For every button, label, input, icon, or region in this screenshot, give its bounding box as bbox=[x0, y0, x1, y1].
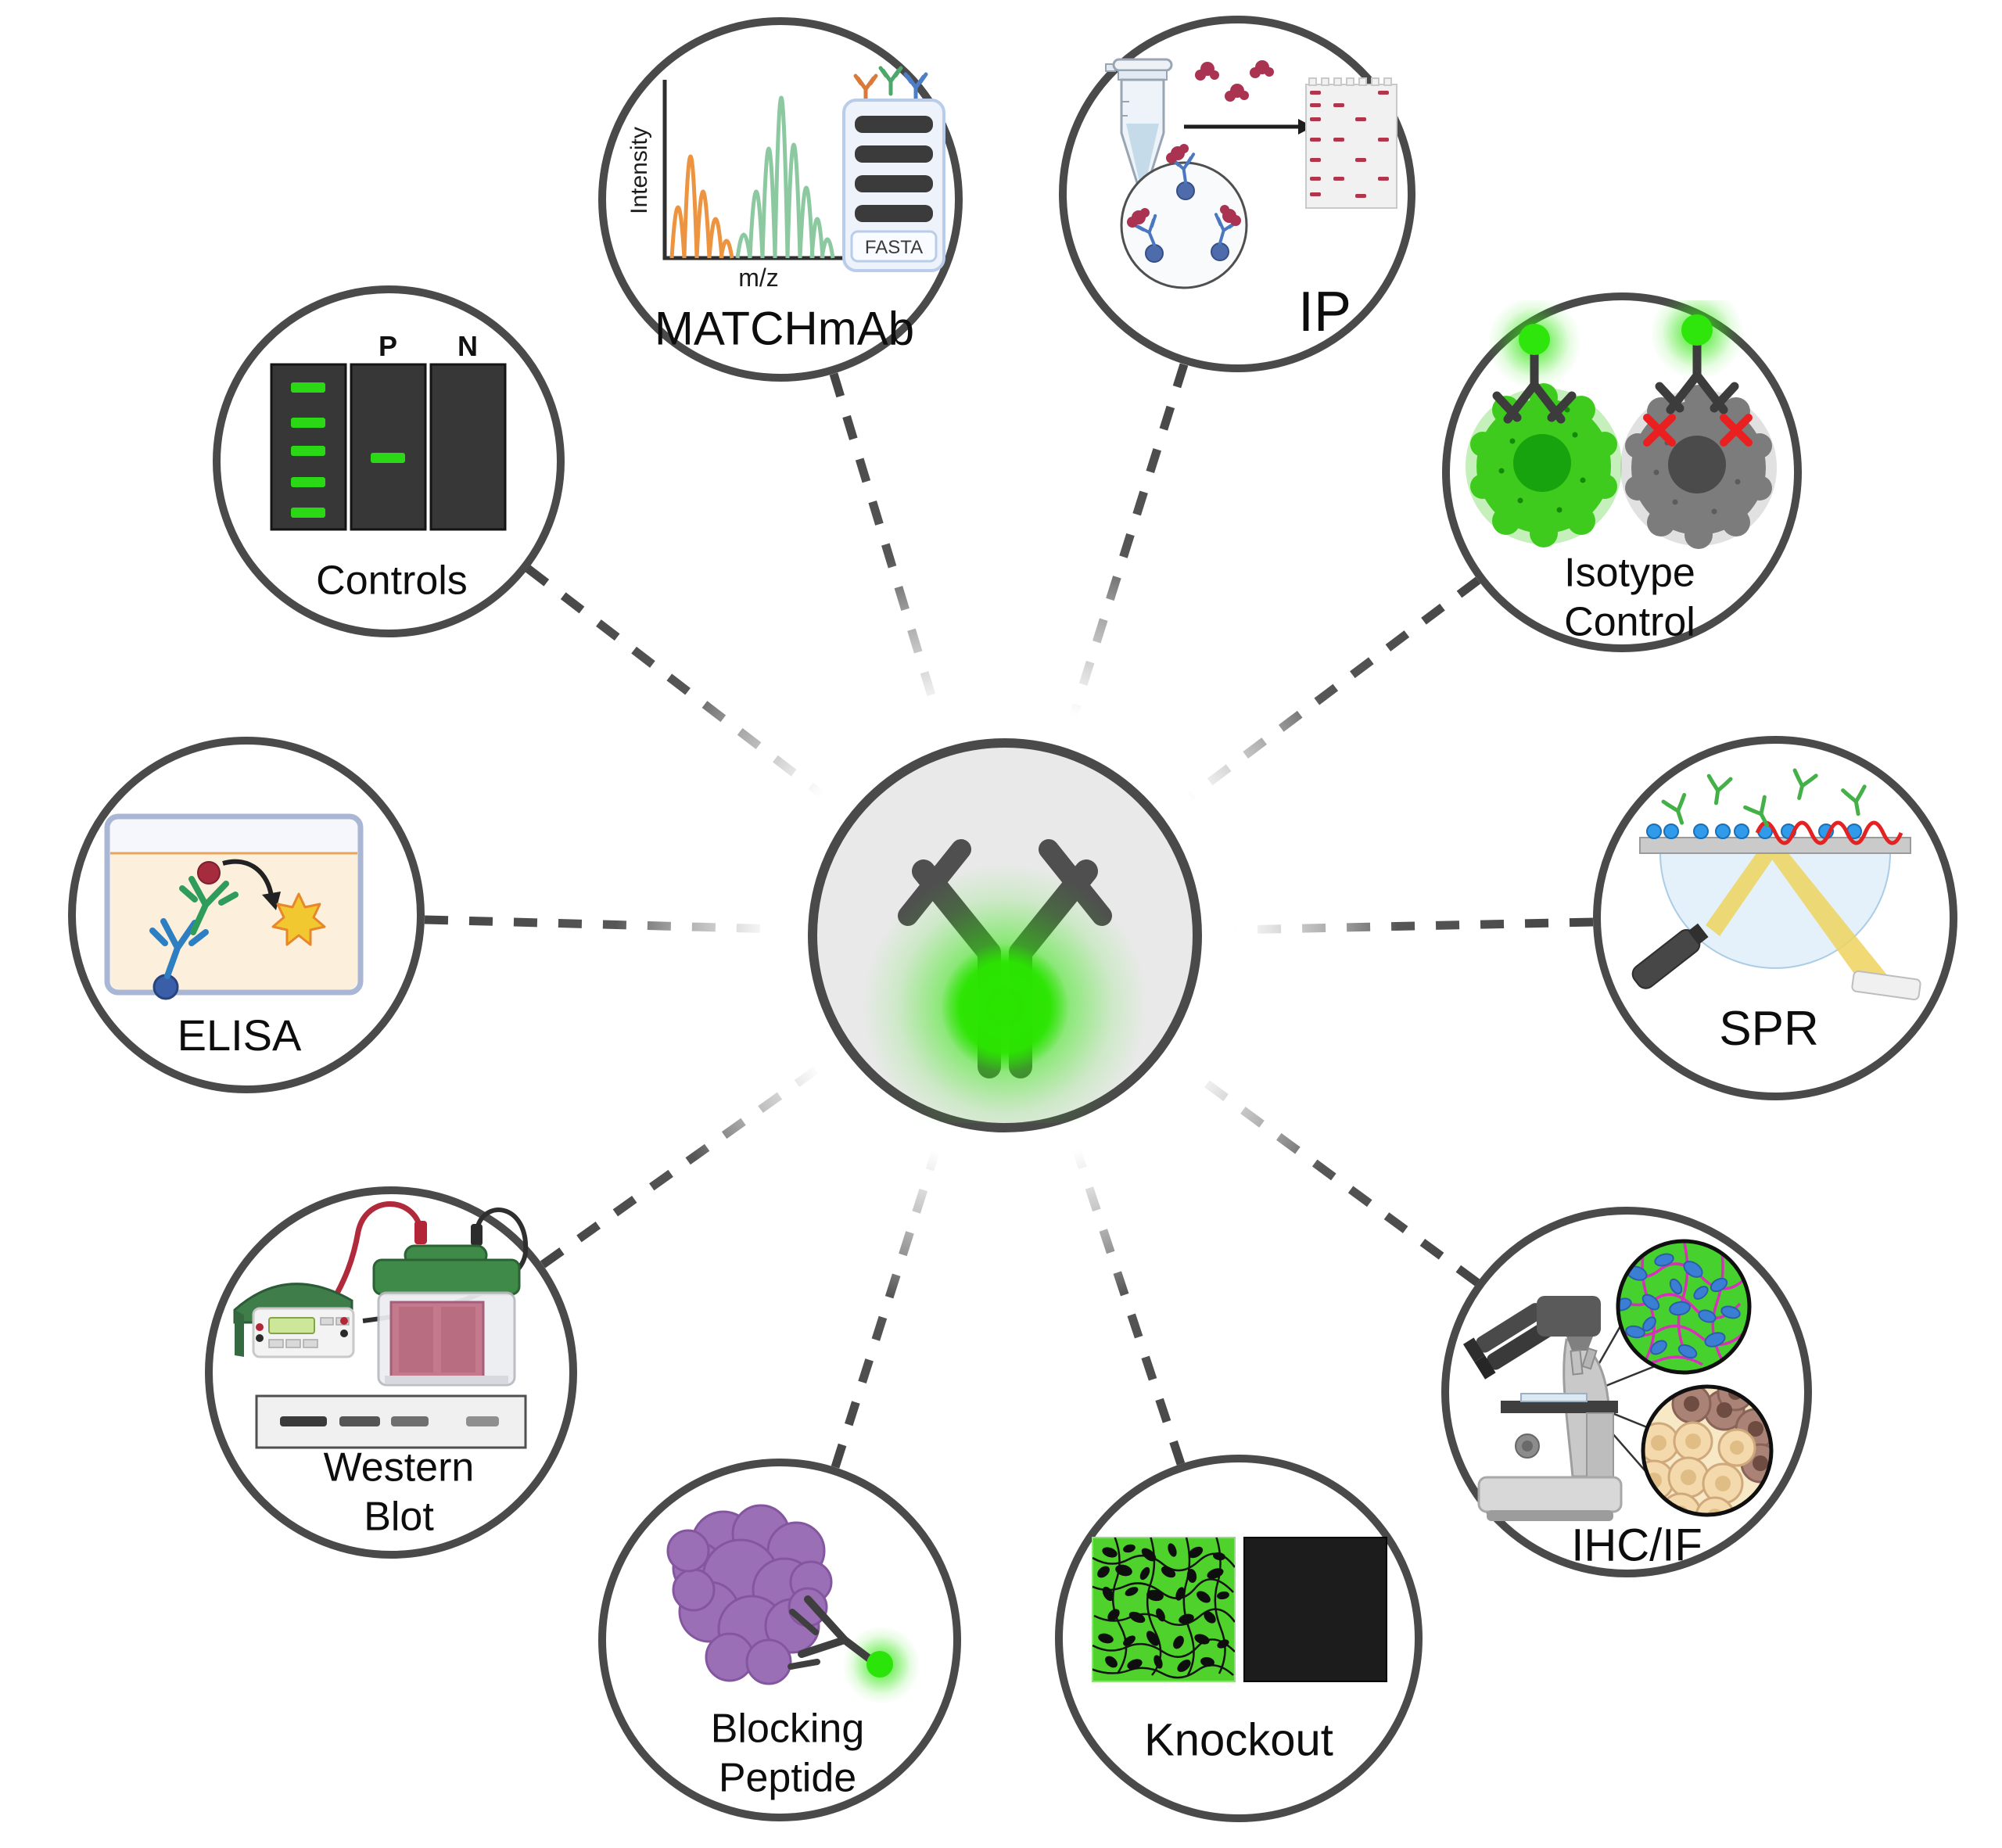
node-label-controls: Controls bbox=[316, 558, 468, 604]
enzyme-dot bbox=[197, 861, 221, 885]
node-knockout: Knockout bbox=[1055, 1455, 1423, 1822]
node-label-isotype-control: Isotype Control bbox=[1564, 550, 1695, 645]
fluorophore-core bbox=[866, 1651, 893, 1678]
capture-antibody bbox=[149, 918, 209, 1000]
plasmon-wave bbox=[1755, 820, 1903, 845]
fluorophore-core bbox=[941, 943, 1069, 1071]
matchmab-icon: Intensity m/z bbox=[626, 25, 945, 292]
node-label-spr: SPR bbox=[1719, 1002, 1819, 1057]
workflow-arrow bbox=[1184, 119, 1313, 135]
bead-antibody-complex bbox=[1207, 205, 1241, 261]
controls-icon: P N bbox=[270, 330, 507, 531]
sensor-chip bbox=[1639, 837, 1911, 854]
binding-antibody bbox=[1492, 341, 1577, 424]
reaction-arrow bbox=[222, 859, 281, 910]
hub-fluorescent-antibody bbox=[808, 738, 1202, 1132]
node-ip: IP bbox=[1059, 16, 1415, 372]
node-label-ip: IP bbox=[1297, 281, 1352, 344]
unstained-cell bbox=[1620, 385, 1777, 549]
laser-pointer bbox=[1631, 923, 1709, 989]
node-label-western-blot: Western Blot bbox=[323, 1444, 475, 1540]
assay-well bbox=[104, 813, 364, 996]
isotype-antibody bbox=[1655, 332, 1739, 414]
connector-isotype-control bbox=[1160, 576, 1481, 821]
connector-knockout bbox=[1063, 1121, 1186, 1466]
positive-band bbox=[371, 453, 405, 463]
knockout-panel bbox=[1243, 1537, 1387, 1682]
gel-lanes bbox=[270, 363, 507, 531]
node-elisa: ELISA bbox=[68, 737, 425, 1093]
node-spr: SPR bbox=[1593, 736, 1957, 1100]
node-blocking-peptide: Blocking Peptide bbox=[598, 1459, 961, 1821]
bead-antibody-complex bbox=[1166, 144, 1199, 200]
fasta-badge-label: FASTA bbox=[865, 237, 923, 258]
connector-ihc-if bbox=[1161, 1048, 1480, 1286]
node-matchmab: Intensity m/z bbox=[598, 17, 963, 382]
cell-nucleus bbox=[1668, 436, 1726, 493]
wildtype-panel bbox=[1092, 1537, 1236, 1682]
connector-controls bbox=[525, 565, 852, 819]
node-label-blocking-peptide: Blocking Peptide bbox=[710, 1706, 865, 1801]
membrane-bands bbox=[1310, 91, 1389, 198]
knockout-icon bbox=[1092, 1537, 1387, 1682]
node-ihc-if: IHC/IF bbox=[1441, 1207, 1812, 1577]
microtube-icon bbox=[1105, 58, 1173, 205]
cell-nucleus bbox=[1513, 434, 1571, 492]
magnified-beads-view bbox=[1120, 144, 1248, 289]
mass-spectrum-icon: Intensity m/z bbox=[626, 80, 850, 292]
substrate-star bbox=[271, 892, 326, 946]
blot-strip bbox=[255, 1394, 527, 1449]
target-protein-blobs bbox=[1195, 60, 1274, 102]
spectrum-peaks-green bbox=[735, 95, 835, 259]
electrophoresis-tank bbox=[372, 1221, 521, 1387]
spectrum-x-axis-label: m/z bbox=[738, 264, 779, 292]
connector-matchmab bbox=[829, 372, 952, 748]
stained-cell bbox=[1466, 383, 1622, 547]
no-binding-x-marks bbox=[1643, 414, 1753, 447]
spectrum-y-axis-label: Intensity bbox=[626, 127, 652, 214]
blocking-peptide-icon bbox=[666, 1504, 920, 1704]
connector-blocking-peptide bbox=[831, 1121, 949, 1469]
node-label-ihc-if: IHC/IF bbox=[1571, 1520, 1702, 1571]
connector-western-blot bbox=[540, 1046, 848, 1268]
lane-negative-label: N bbox=[457, 330, 478, 362]
detection-antibody bbox=[179, 861, 239, 935]
spr-icon bbox=[1631, 744, 1921, 1001]
node-label-knockout: Knockout bbox=[1144, 1714, 1333, 1766]
elisa-icon bbox=[104, 813, 364, 1000]
ip-icon bbox=[1105, 58, 1397, 289]
fasta-file-icon: FASTA bbox=[842, 68, 945, 272]
if-micrograph bbox=[1616, 1239, 1752, 1375]
connector-ip bbox=[1059, 363, 1189, 748]
power-supply bbox=[233, 1283, 355, 1358]
fluorescent-antibody-icon bbox=[863, 839, 1147, 1123]
blot-membrane-icon bbox=[1305, 77, 1397, 209]
ihc-if-icon bbox=[1462, 1239, 1774, 1521]
node-isotype-control: Isotype Control bbox=[1442, 292, 1802, 652]
ihc-micrograph bbox=[1641, 1384, 1774, 1517]
ladder-bands bbox=[291, 382, 325, 518]
isotype-control-icon bbox=[1466, 300, 1777, 549]
connector-spr bbox=[1201, 917, 1594, 935]
lane-positive-label: P bbox=[379, 330, 397, 362]
node-label-matchmab: MATCHmAb bbox=[654, 302, 915, 355]
red-cable bbox=[326, 1201, 424, 1310]
node-western-blot: Western Blot bbox=[205, 1186, 577, 1559]
power-supply-display bbox=[268, 1317, 315, 1334]
peptide-blob bbox=[666, 1504, 833, 1685]
connector-elisa bbox=[424, 915, 809, 935]
detector bbox=[1851, 970, 1921, 1001]
bead-antibody-complex bbox=[1127, 208, 1167, 263]
node-controls: P N Controls bbox=[213, 285, 565, 637]
node-label-elisa: ELISA bbox=[177, 1010, 302, 1060]
spectrum-peaks-orange bbox=[669, 154, 734, 259]
western-blot-icon bbox=[233, 1201, 529, 1449]
microscope-icon bbox=[1462, 1296, 1623, 1521]
laser-beams bbox=[1706, 845, 1889, 985]
